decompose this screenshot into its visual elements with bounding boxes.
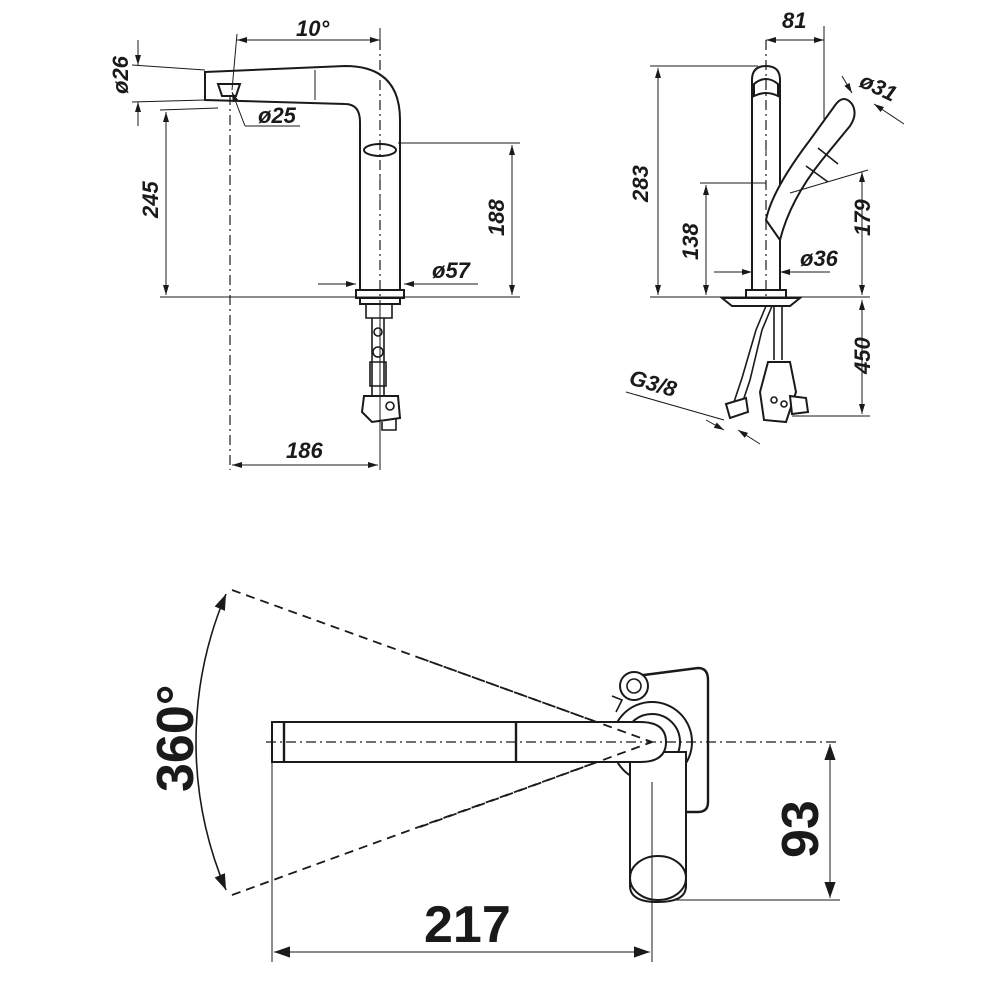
dim-line-handle-dia	[873, 103, 905, 125]
dim-body-height-label: 188	[484, 199, 509, 236]
top-mounting-plate	[611, 666, 710, 814]
dim-base-dia-label: ø57	[432, 258, 472, 283]
side-view: 10° ø26 ø25 245 188 ø57 186	[108, 16, 520, 470]
dim-handle-dia-label: ø31	[856, 68, 901, 107]
dim-reach-label: 186	[286, 438, 323, 463]
dim-rotation-label: 360°	[147, 684, 205, 792]
dim-hose-length-label: 450	[850, 337, 875, 375]
dim-total-height-label: 283	[628, 165, 653, 203]
dim-top-reach-label: 217	[424, 896, 511, 954]
dim-spout-dia-label: ø25	[258, 103, 297, 128]
dim-angle-label: 10°	[296, 16, 329, 41]
front-view: 81 ø31 283 138 179 ø36 450 G3/8	[625, 8, 905, 445]
front-faucet-body	[719, 64, 856, 424]
dim-line-thread	[625, 391, 725, 421]
dim-top-dia-label: ø26	[108, 55, 133, 94]
dim-handle-height-label: 179	[850, 199, 875, 236]
dim-width-label: 81	[782, 8, 806, 33]
dim-body-dia-label: ø36	[800, 246, 839, 271]
dim-offset-label: 93	[772, 800, 830, 858]
dim-thread-label: G3/8	[627, 365, 680, 402]
side-faucet-body	[204, 64, 405, 431]
dim-lower-height-label: 138	[678, 223, 703, 260]
dim-spout-height-label: 245	[138, 181, 163, 219]
dim-arc-rotation	[195, 593, 227, 891]
top-view: 360° 217 93	[147, 589, 840, 962]
